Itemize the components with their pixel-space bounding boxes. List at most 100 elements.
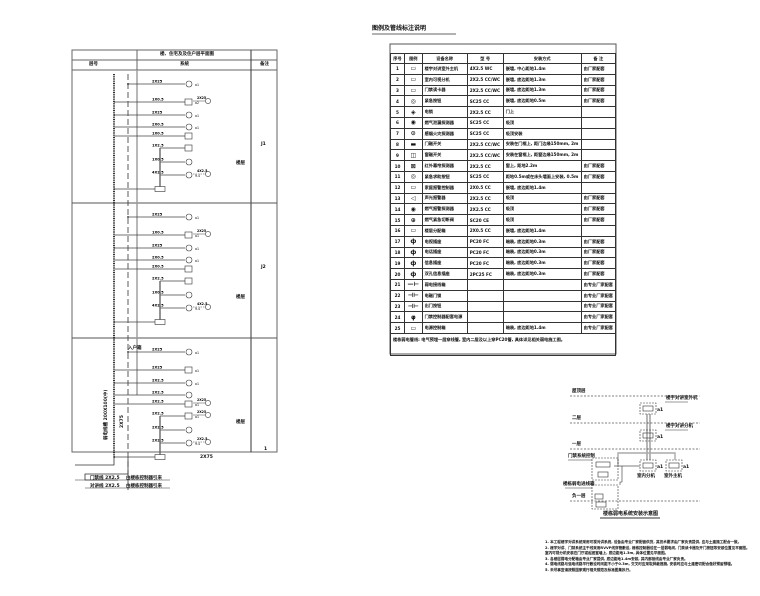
row-model: SC25 CC — [466, 170, 504, 183]
header-note: 备 注 — [580, 53, 617, 64]
header-install: 安装方式 — [502, 53, 582, 64]
branch-cable-label: 2X0.5 — [152, 265, 164, 269]
sub-device-icon — [205, 98, 211, 104]
control-icon — [597, 471, 609, 478]
row-install: 嵌墙, 底边距地1.4m — [502, 181, 582, 194]
row-note: 由专业厂家配套 — [580, 322, 617, 334]
row-model: SC25 CC — [466, 116, 504, 129]
device-circle-icon — [185, 348, 193, 356]
row-model: 2X2.5 CC — [466, 106, 504, 118]
feeder-desc: 由楼栋控制器引来 — [126, 484, 162, 489]
row-device-name: 弱电接线箱 — [421, 278, 468, 291]
branch-cable-label: 2X25 — [152, 244, 163, 248]
device-tag: 9.4 — [195, 307, 200, 311]
header-name: 设备名称 — [421, 53, 468, 64]
row-model: 2X0.5 CC — [466, 224, 504, 237]
row-symbol-icon: ◎ — [404, 170, 423, 183]
callout-label: 门禁系统控制 — [568, 454, 595, 459]
row-number: 23 — [390, 300, 405, 313]
device-tag: a1 — [657, 408, 664, 413]
trunk-label: 弱电线槽 200X100(中) — [104, 389, 109, 440]
row-install: 吸顶安装 — [502, 127, 582, 140]
row-number: 19 — [390, 257, 405, 270]
floor-label: J1 — [261, 142, 266, 147]
row-note: 由厂家配套 — [580, 268, 617, 280]
device-circle-icon — [185, 304, 193, 312]
row-note — [580, 127, 617, 140]
row-number: 6 — [390, 116, 405, 129]
row-install: 门上 — [502, 106, 582, 118]
row-note: 由厂家配套 — [580, 95, 617, 108]
header-no: 序号 — [390, 53, 405, 64]
row-number: 14 — [390, 203, 405, 216]
control-icon — [595, 461, 611, 468]
row-model: 2X2.5 CC — [466, 160, 504, 172]
row-symbol-icon: ⊣⊢ — [404, 289, 423, 302]
device-box-icon — [184, 412, 193, 420]
detail-diagram — [565, 395, 700, 519]
device-tag: a1 — [657, 435, 664, 440]
riser-branches: 2X25a11X0.5a22X252X25a12X0.5a11X0.51X2.5… — [114, 80, 211, 460]
row-device-name: 信息插座 — [421, 257, 468, 270]
feeder-label: 门禁线 2X2.5 — [90, 476, 120, 481]
row-note: 由厂家配套 — [580, 160, 617, 172]
device-box — [665, 459, 683, 472]
device-box-icon — [184, 98, 193, 106]
riser-title: 楼、住宅及及住户层平面图 — [160, 52, 214, 57]
row-note: 由厂家配套 — [580, 73, 617, 86]
row-device-name: 门禁控制器配套电源 — [421, 311, 468, 324]
row-device-name: 门禁读卡器 — [421, 84, 468, 97]
device-circle-icon — [185, 111, 193, 119]
row-number: 16 — [390, 224, 405, 237]
row-note — [580, 149, 617, 162]
callout-label: 楼宇对讲室外机 — [666, 396, 698, 401]
row-symbol-icon: φ — [404, 311, 423, 324]
sub-cable-label: 2X25 — [197, 96, 206, 100]
branch-cable-label: 2X0.5 — [152, 123, 164, 127]
note-line: 3. 各楼层弱电分配箱由专业厂家提供, 底边距地1.4m安装, 其内部接线由专业… — [545, 556, 688, 561]
floor-label: J2 — [261, 265, 266, 270]
row-symbol-icon: ▭ — [404, 322, 423, 334]
row-install: 吸顶 — [502, 116, 582, 129]
row-install: 嵌墙, 底边距地1.3m — [502, 84, 582, 97]
row-symbol-icon: ⊣⊢ — [404, 300, 423, 313]
branch-cable-label: 1X0.5 — [152, 291, 164, 295]
row-number: 21 — [390, 278, 405, 291]
device-tag: 9.4 — [195, 174, 200, 178]
device-circle-icon — [185, 426, 193, 434]
row-note: 由厂家配套 — [580, 192, 617, 205]
row-symbol-icon: ◉ — [404, 116, 423, 129]
sub-device-icon — [205, 304, 211, 310]
row-note: 由厂家配套 — [580, 214, 617, 226]
row-device-name: 燃气报警探测器 — [421, 203, 468, 216]
row-device-name: 电磁门锁 — [421, 289, 468, 302]
branch-cable-label: 2X25 — [152, 348, 163, 352]
device-box-icon — [184, 366, 193, 374]
row-install: 暗装, 底边距地0.3m — [502, 246, 582, 259]
row-install: 暗装, 底边距地0.3m — [502, 235, 582, 248]
row-device-name: 双孔信息插座 — [421, 268, 468, 280]
row-number: 9 — [390, 149, 405, 162]
device-tag: a1 — [195, 259, 199, 263]
device-circle-icon — [185, 244, 193, 252]
row-note: 由厂家配套 — [580, 257, 617, 270]
row-device-name: 楼宇对讲室外主机 — [421, 63, 468, 75]
row-device-name: 红外幕帘探测器 — [421, 160, 468, 172]
sub-cable-label: 2X25 — [197, 398, 206, 402]
row-note: 由厂家配套 — [580, 170, 617, 183]
row-symbol-icon: ⊠ — [404, 160, 423, 172]
branch-cable-label: 1X2.5 — [152, 144, 164, 148]
level-label: 一层 — [572, 442, 581, 447]
